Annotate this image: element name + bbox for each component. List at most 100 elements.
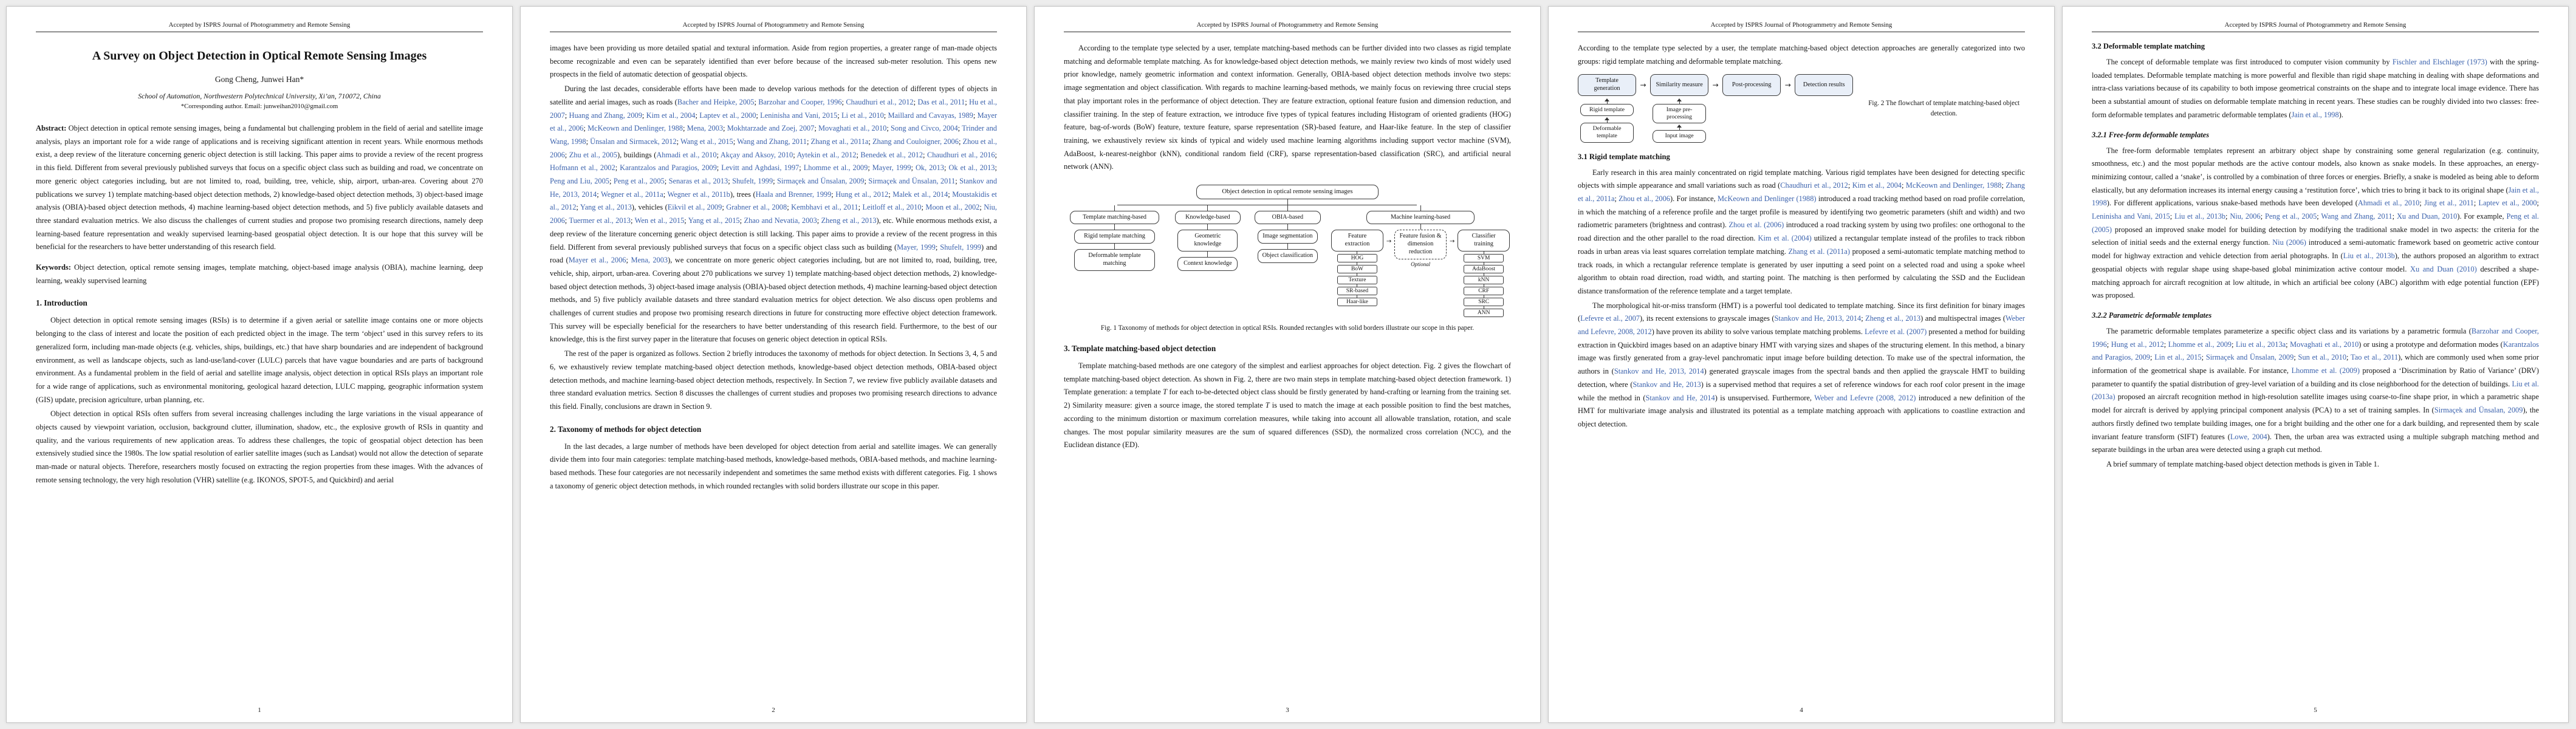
- citation-link[interactable]: Laptev et al., 2000: [699, 111, 756, 120]
- citation-link[interactable]: Haala and Brenner, 1999: [755, 190, 832, 199]
- citation-link[interactable]: Peng et al., 2005: [2265, 212, 2317, 221]
- citation-link[interactable]: Mayer et al., 2006: [550, 111, 997, 133]
- citation-link[interactable]: Barzohar and Cooper, 1996: [758, 97, 842, 106]
- citation-link[interactable]: Leninisha and Vani, 2015: [760, 111, 838, 120]
- citation-link[interactable]: Shufelt, 1999: [732, 177, 773, 186]
- citation-link[interactable]: Wang and Zhang, 2011: [737, 137, 807, 146]
- citation-link[interactable]: Mena, 2003: [631, 256, 668, 265]
- citation-link[interactable]: Liu et al., 2013b: [2174, 212, 2225, 221]
- citation-link[interactable]: Movaghati et al., 2010: [2290, 340, 2359, 349]
- citation-link[interactable]: Lefevre et al., 2007: [1580, 314, 1640, 323]
- citation-link[interactable]: Lhomme et al., 2009: [2168, 340, 2232, 349]
- citation-link[interactable]: Leninisha and Vani, 2015: [2092, 212, 2170, 221]
- citation-link[interactable]: Zheng et al., 2013: [1865, 314, 1921, 323]
- citation-link[interactable]: McKeown and Denlinger (1988): [1717, 194, 1817, 204]
- citation-link[interactable]: McKeown and Denlinger, 1988: [1905, 181, 2002, 190]
- citation-link[interactable]: Barzohar and Cooper, 1996: [2092, 326, 2539, 349]
- citation-link[interactable]: Jain et al., 1998: [2291, 110, 2339, 119]
- citation-link[interactable]: Sirmaçek and Ünsalan, 2009: [777, 177, 865, 186]
- citation-link[interactable]: Mayer, 1999: [872, 163, 911, 173]
- citation-link[interactable]: Ok et al., 2013: [948, 163, 995, 173]
- citation-link[interactable]: Karantzalos and Paragios, 2009: [620, 163, 717, 173]
- citation-link[interactable]: Liu et al., 2013a: [2235, 340, 2286, 349]
- citation-link[interactable]: Malek et al., 2014: [892, 190, 948, 199]
- citation-link[interactable]: Laptev et al., 2000: [2478, 199, 2537, 208]
- citation-link[interactable]: Lhomme et al. (2009): [2291, 366, 2360, 375]
- citation-link[interactable]: Lin et al., 2015: [2154, 353, 2202, 362]
- citation-link[interactable]: Peng and Liu, 2005: [550, 177, 609, 186]
- citation-link[interactable]: Levitt and Aghdasi, 1997: [721, 163, 800, 173]
- citation-link[interactable]: Lowe, 2004: [2230, 432, 2267, 441]
- citation-link[interactable]: Li et al., 2010: [841, 111, 884, 120]
- citation-link[interactable]: Shufelt, 1999: [940, 242, 981, 252]
- citation-link[interactable]: Aytekin et al., 2012: [796, 150, 857, 159]
- citation-link[interactable]: Sun et al., 2010: [2298, 353, 2347, 362]
- citation-link[interactable]: Xu and Duan (2010): [2410, 264, 2477, 273]
- citation-link[interactable]: Hu et al., 2007: [550, 97, 997, 120]
- citation-link[interactable]: Niu, 2006: [550, 203, 997, 225]
- citation-link[interactable]: Zhang et al. (2011a): [1788, 247, 1850, 256]
- citation-link[interactable]: Yang et al., 2013: [580, 203, 632, 212]
- citation-link[interactable]: Peng et al., 2005: [613, 177, 665, 186]
- citation-link[interactable]: Lefevre et al. (2007): [1865, 327, 1927, 337]
- citation-link[interactable]: Song and Civco, 2004: [891, 124, 958, 133]
- citation-link[interactable]: Chaudhuri et al., 2012: [846, 97, 914, 106]
- citation-link[interactable]: Liu et al. (2013a): [2092, 379, 2539, 402]
- citation-link[interactable]: Leitloff et al., 2010: [862, 203, 922, 212]
- citation-link[interactable]: Eikvil et al., 2009: [667, 203, 722, 212]
- citation-link[interactable]: Wegner et al., 2011a: [601, 190, 663, 199]
- citation-link[interactable]: Sirmaçek and Ünsalan, 2011: [868, 177, 956, 186]
- citation-link[interactable]: Xu and Duan, 2010: [2396, 212, 2458, 221]
- citation-link[interactable]: Jain et al., 1998: [2092, 185, 2540, 208]
- citation-link[interactable]: Niu (2006): [2272, 238, 2306, 247]
- citation-link[interactable]: Niu, 2006: [2230, 212, 2261, 221]
- citation-link[interactable]: Yang et al., 2015: [688, 216, 740, 225]
- citation-link[interactable]: Hung et al., 2012: [835, 190, 889, 199]
- citation-link[interactable]: Mayer et al., 2006: [568, 256, 626, 265]
- citation-link[interactable]: Zheng et al., 2013: [821, 216, 877, 225]
- citation-link[interactable]: Senaras et al., 2013: [668, 177, 728, 186]
- citation-link[interactable]: Mokhtarzade and Zoej, 2007: [727, 124, 815, 133]
- citation-link[interactable]: Karantzalos and Paragios, 2009: [2092, 340, 2539, 362]
- citation-link[interactable]: Moustakidis et al., 2012: [550, 190, 997, 212]
- citation-link[interactable]: Movaghati et al., 2010: [818, 124, 887, 133]
- citation-link[interactable]: Weber and Lefevre (2008, 2012): [1814, 393, 1916, 402]
- citation-link[interactable]: Zhang et al., 2011a: [810, 137, 869, 146]
- citation-link[interactable]: Stankov and He, 2013: [1632, 380, 1701, 389]
- citation-link[interactable]: Huang and Zhang, 2009: [569, 111, 642, 120]
- citation-link[interactable]: Wen et al., 2015: [634, 216, 685, 225]
- citation-link[interactable]: Fischler and Elschlager (1973): [2392, 58, 2487, 66]
- citation-link[interactable]: Jing et al., 2011: [2424, 199, 2474, 208]
- citation-link[interactable]: Zhou et al., 2006: [550, 137, 997, 159]
- citation-link[interactable]: Tuermer et al., 2013: [569, 216, 631, 225]
- citation-link[interactable]: Kembhavi et al., 2011: [791, 203, 858, 212]
- citation-link[interactable]: Zhao and Nevatia, 2003: [744, 216, 817, 225]
- citation-link[interactable]: Lhomme et al., 2009: [803, 163, 868, 173]
- citation-link[interactable]: Zhang and Couloigner, 2006: [872, 137, 959, 146]
- citation-link[interactable]: Das et al., 2011: [917, 97, 965, 106]
- citation-link[interactable]: Maillard and Cavayas, 1989: [888, 111, 973, 120]
- citation-link[interactable]: Kim et al., 2004: [646, 111, 696, 120]
- citation-link[interactable]: Sirmaçek and Ünsalan, 2009: [2205, 353, 2294, 362]
- citation-link[interactable]: Grabner et al., 2008: [726, 203, 787, 212]
- citation-link[interactable]: McKeown and Denlinger, 1988: [587, 124, 683, 133]
- citation-link[interactable]: Chaudhuri et al., 2016: [927, 150, 995, 159]
- citation-link[interactable]: Stankov and He, 2013, 2014: [1774, 314, 1862, 323]
- citation-link[interactable]: Zhou et al., 2006: [1619, 194, 1671, 204]
- citation-link[interactable]: Wang et al., 2015: [680, 137, 733, 146]
- citation-link[interactable]: Ünsalan and Sirmacek, 2012: [590, 137, 677, 146]
- citation-link[interactable]: Ahmadi et al., 2010: [2357, 199, 2420, 208]
- citation-link[interactable]: Hung et al., 2012: [2111, 340, 2164, 349]
- citation-link[interactable]: Stankov and He, 2013, 2014: [550, 177, 998, 199]
- citation-link[interactable]: Mena, 2003: [687, 124, 724, 133]
- citation-link[interactable]: Mayer, 1999: [897, 242, 936, 252]
- citation-link[interactable]: Zhou et al. (2006): [1728, 221, 1784, 230]
- citation-link[interactable]: Kim et al., 2004: [1852, 181, 1902, 190]
- citation-link[interactable]: Zhu et al., 2005: [569, 150, 617, 159]
- citation-link[interactable]: Stankov and He, 2014: [1645, 393, 1715, 402]
- citation-link[interactable]: Stankov and He, 2013, 2014: [1614, 367, 1704, 376]
- citation-link[interactable]: Kim et al. (2004): [1758, 234, 1812, 243]
- citation-link[interactable]: Hofmann et al., 2002: [550, 163, 615, 173]
- citation-link[interactable]: Wang and Zhang, 2011: [2321, 212, 2393, 221]
- citation-link[interactable]: Bacher and Heipke, 2005: [677, 97, 755, 106]
